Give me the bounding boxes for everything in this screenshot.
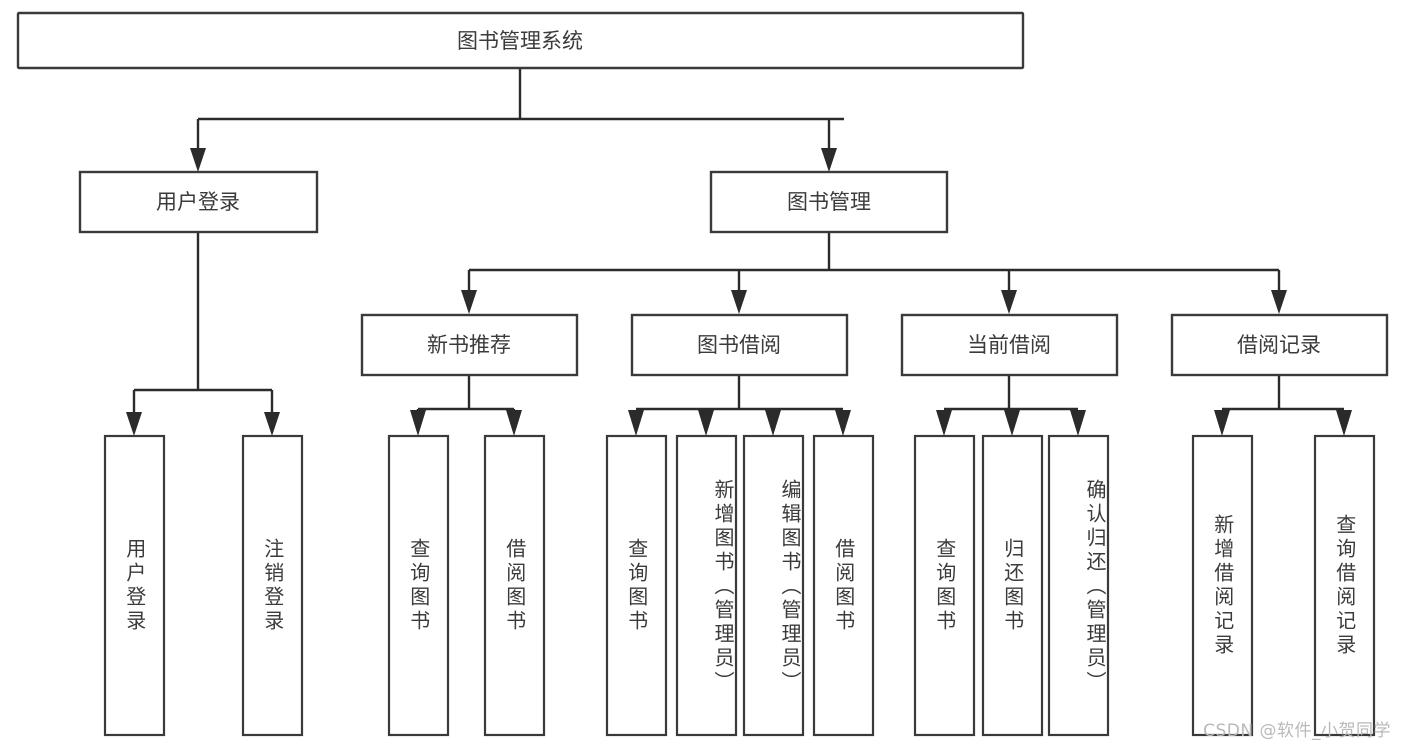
arrowhead-l2c — [1001, 290, 1017, 314]
leaf-user-login-login[interactable] — [103, 434, 166, 737]
leaf-record-add-box[interactable] — [1191, 434, 1254, 737]
node-book-management-label: 图书管理 — [787, 190, 871, 214]
leaf-borrow-add-box[interactable] — [675, 434, 738, 737]
node-user-login-box[interactable] — [78, 170, 319, 234]
node-current-borrow-box[interactable] — [900, 313, 1119, 377]
arrowhead-l2b — [731, 290, 747, 314]
arrowhead-l2a — [461, 290, 477, 314]
arrowhead-current-3 — [1070, 410, 1086, 436]
leaf-record-add[interactable] — [1191, 434, 1254, 737]
leaf-borrow-edit[interactable] — [742, 434, 805, 737]
leaf-borrow-lend[interactable] — [812, 434, 875, 737]
node-borrow-record-box[interactable] — [1170, 313, 1389, 377]
leaf-record-query[interactable] — [1313, 434, 1376, 737]
arrowhead-current-2 — [1004, 410, 1020, 436]
node-current-borrow[interactable]: 当前借阅 — [900, 313, 1119, 377]
leaf-recommend-borrow[interactable] — [483, 434, 546, 737]
leaf-borrow-add[interactable] — [675, 434, 738, 737]
leaf-current-query-box[interactable] — [913, 434, 976, 737]
node-current-borrow-label: 当前借阅 — [967, 333, 1051, 357]
node-borrow-record-label: 借阅记录 — [1237, 333, 1321, 357]
node-new-book-recommend[interactable]: 新书推荐 — [360, 313, 579, 377]
leaf-user-login-login-box[interactable] — [103, 434, 166, 737]
arrowhead-recommend-1 — [410, 410, 426, 436]
arrowhead-root-to-bookmgmt — [821, 148, 837, 172]
leaf-recommend-borrow-box[interactable] — [483, 434, 546, 737]
leaf-current-confirm[interactable] — [1047, 434, 1110, 737]
node-new-book-recommend-box[interactable] — [360, 313, 579, 377]
arrowhead-current-1 — [936, 410, 952, 436]
leaf-current-return[interactable] — [981, 434, 1044, 737]
leaf-current-confirm-box[interactable] — [1047, 434, 1110, 737]
node-borrow-record[interactable]: 借阅记录 — [1170, 313, 1389, 377]
node-root[interactable]: 图书管理系统 — [16, 11, 1025, 70]
leaf-borrow-query-box[interactable] — [605, 434, 668, 737]
node-book-management-box[interactable] — [709, 170, 949, 234]
node-user-login[interactable]: 用户登录 — [78, 170, 319, 234]
node-new-book-recommend-label: 新书推荐 — [427, 333, 511, 357]
leaf-borrow-edit-box[interactable] — [742, 434, 805, 737]
leaf-current-query[interactable] — [913, 434, 976, 737]
arrowhead-borrow-1 — [628, 410, 644, 436]
leaf-record-query-box[interactable] — [1313, 434, 1376, 737]
arrowhead-borrow-2 — [698, 410, 714, 436]
leaf-borrow-lend-box[interactable] — [812, 434, 875, 737]
node-book-borrow-label: 图书借阅 — [697, 333, 781, 357]
arrowhead-record-2 — [1336, 410, 1352, 436]
leaf-recommend-query-box[interactable] — [387, 434, 450, 737]
arrowhead-recommend-2 — [506, 410, 522, 436]
arrowhead-login-leaf2 — [264, 412, 280, 436]
node-user-login-label: 用户登录 — [156, 190, 240, 214]
node-root-label: 图书管理系统 — [457, 29, 583, 53]
arrowhead-borrow-4 — [835, 410, 851, 436]
leaf-current-return-box[interactable] — [981, 434, 1044, 737]
node-root-box[interactable] — [16, 11, 1025, 70]
arrowhead-login-leaf1 — [126, 412, 142, 436]
arrowhead-l2d — [1271, 290, 1287, 314]
edges-layer — [126, 68, 1352, 436]
arrowhead-root-to-login — [190, 148, 206, 172]
leaf-recommend-query[interactable] — [387, 434, 450, 737]
leaf-user-login-logout[interactable] — [241, 434, 304, 737]
arrowhead-borrow-3 — [765, 410, 781, 436]
node-book-management[interactable]: 图书管理 — [709, 170, 949, 234]
node-book-borrow-box[interactable] — [630, 313, 849, 377]
arrowhead-record-1 — [1214, 410, 1230, 436]
leaf-borrow-query[interactable] — [605, 434, 668, 737]
leaf-user-login-logout-box[interactable] — [241, 434, 304, 737]
node-book-borrow[interactable]: 图书借阅 — [630, 313, 849, 377]
